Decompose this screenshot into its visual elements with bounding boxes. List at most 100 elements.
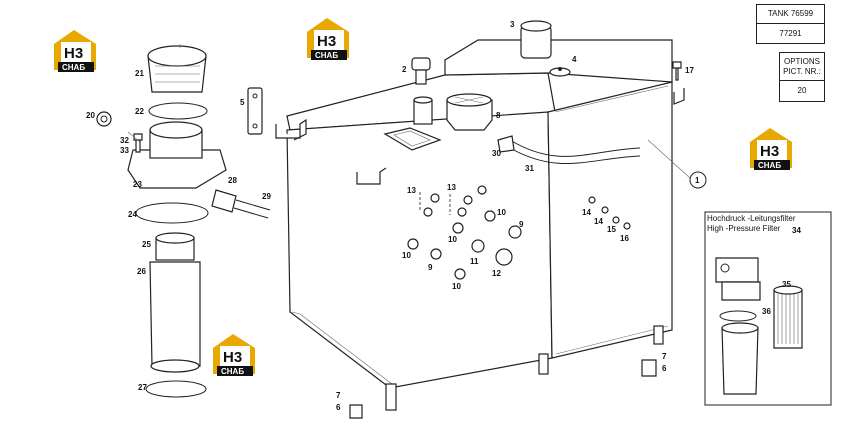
tank-title: TANK 76599 bbox=[757, 5, 824, 24]
tank-info-box: TANK 76599 77291 bbox=[756, 4, 825, 44]
callout-9a: 9 bbox=[428, 263, 433, 272]
options-line2: PICT. NR.: bbox=[783, 67, 821, 76]
callout-31: 31 bbox=[525, 164, 534, 173]
callout-7a: 7 bbox=[336, 391, 341, 400]
vent-knob bbox=[96, 111, 112, 127]
callout-2: 2 bbox=[402, 65, 407, 74]
callout-3: 3 bbox=[510, 20, 515, 29]
callout-23: 23 bbox=[133, 180, 142, 189]
callout-16: 16 bbox=[620, 234, 629, 243]
drain-plug bbox=[349, 404, 363, 419]
callout-5: 5 bbox=[240, 98, 245, 107]
bolt-17 bbox=[672, 61, 682, 81]
hose-fitting bbox=[211, 189, 237, 213]
tank-rear-top bbox=[444, 39, 673, 83]
high-pressure-filter-panel bbox=[704, 211, 832, 406]
callout-17: 17 bbox=[685, 66, 694, 75]
callout-20: 20 bbox=[86, 111, 95, 120]
callout-26: 26 bbox=[137, 267, 146, 276]
callout-33: 33 bbox=[120, 146, 129, 155]
callout-10c: 10 bbox=[497, 208, 506, 217]
callout-34: 34 bbox=[792, 226, 801, 235]
logo-letters: H3 bbox=[223, 349, 242, 366]
filter-bowl-34 bbox=[721, 327, 759, 395]
callout-10a: 10 bbox=[402, 251, 411, 260]
filter-assembly-left bbox=[96, 44, 271, 398]
return-hose bbox=[509, 139, 641, 157]
plug-group bbox=[588, 196, 631, 230]
filter-title-en: High -Pressure Filter bbox=[707, 224, 781, 233]
logo-letters: H3 bbox=[760, 143, 779, 160]
plug-group bbox=[407, 185, 522, 280]
callout-24: 24 bbox=[128, 210, 137, 219]
callout-14b: 14 bbox=[594, 217, 603, 226]
callout-4: 4 bbox=[572, 55, 577, 64]
flange-plate bbox=[383, 127, 442, 151]
logo-letters: H3 bbox=[64, 45, 83, 62]
callout-14a: 14 bbox=[582, 208, 591, 217]
o-ring bbox=[148, 102, 208, 120]
hydraulic-tank bbox=[275, 20, 685, 419]
callout-36: 36 bbox=[762, 307, 771, 316]
callout-22: 22 bbox=[135, 107, 144, 116]
filter-head-34 bbox=[715, 257, 759, 283]
callout-30: 30 bbox=[492, 149, 501, 158]
o-ring bbox=[135, 202, 209, 224]
filter-bowl bbox=[149, 261, 201, 367]
callout-7b: 7 bbox=[662, 352, 667, 361]
o-ring bbox=[145, 380, 207, 398]
callout-25: 25 bbox=[142, 240, 151, 249]
bracket-plate bbox=[247, 87, 263, 135]
logo-letters: H3 bbox=[317, 33, 336, 50]
drain-plug bbox=[641, 359, 657, 377]
tank-side-face bbox=[547, 81, 673, 359]
o-ring-36 bbox=[719, 310, 757, 322]
callout-10d: 10 bbox=[452, 282, 461, 291]
filter-head bbox=[127, 149, 227, 189]
logo-word: СНАБ bbox=[221, 367, 244, 376]
callout-11: 11 bbox=[470, 257, 479, 266]
tank-leg bbox=[653, 325, 664, 345]
options-value: 20 bbox=[797, 86, 807, 95]
options-line1: OPTIONS bbox=[783, 57, 820, 66]
callout-13b: 13 bbox=[447, 183, 456, 192]
callout-13a: 13 bbox=[407, 186, 416, 195]
callout-6a: 6 bbox=[336, 403, 341, 412]
leader-line bbox=[647, 139, 691, 179]
callout-27: 27 bbox=[138, 383, 147, 392]
callout-35: 35 bbox=[782, 280, 791, 289]
high-pressure-filter bbox=[715, 257, 803, 395]
callout-9b: 9 bbox=[519, 220, 524, 229]
mounting-bracket bbox=[673, 88, 685, 105]
mounting-bracket bbox=[275, 118, 307, 141]
tank-leg bbox=[538, 353, 549, 375]
options-box: OPTIONS PICT. NR.: 20 bbox=[779, 52, 825, 102]
callout-10b: 10 bbox=[448, 235, 457, 244]
hose-fitting-30 bbox=[497, 135, 515, 153]
callout-8: 8 bbox=[496, 111, 501, 120]
callout-1: 1 bbox=[695, 176, 700, 185]
brand-logo: H3 СНАБ bbox=[213, 334, 255, 376]
filter-title-de: Hochdruck -Leitungsfilter bbox=[707, 214, 796, 223]
mounting-bracket bbox=[356, 167, 387, 185]
callout-29: 29 bbox=[262, 192, 271, 201]
tank-leg bbox=[385, 383, 397, 411]
callout-6b: 6 bbox=[662, 364, 667, 373]
callout-32: 32 bbox=[120, 136, 129, 145]
tank-front-face bbox=[286, 111, 553, 389]
return-filter-housing bbox=[446, 99, 493, 131]
callout-12: 12 bbox=[492, 269, 501, 278]
callout-28: 28 bbox=[228, 176, 237, 185]
bolt-32 bbox=[133, 133, 143, 153]
brand-logo: H3 СНАБ bbox=[750, 128, 792, 170]
brand-logo: H3 СНАБ bbox=[54, 30, 96, 72]
tank-number: 77291 bbox=[779, 29, 802, 38]
callout-21: 21 bbox=[135, 69, 144, 78]
level-gauge bbox=[411, 57, 431, 71]
callout-15: 15 bbox=[607, 225, 616, 234]
logo-word: СНАБ bbox=[315, 51, 338, 60]
callout-circle bbox=[689, 171, 707, 189]
brand-logo: H3 СНАБ bbox=[307, 18, 349, 60]
logo-word: СНАБ bbox=[758, 161, 781, 170]
